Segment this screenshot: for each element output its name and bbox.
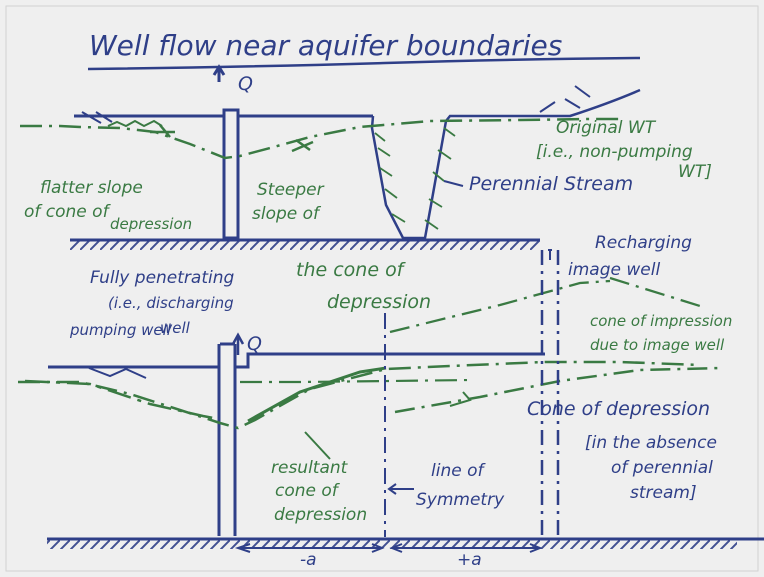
cone-depression-line-4: stream] xyxy=(630,483,697,503)
recharging-image-well-line-2: image well xyxy=(568,260,660,280)
symmetry-line-2: Symmetry xyxy=(416,490,505,510)
top-discharge-label: Q xyxy=(238,73,253,95)
original-wt-line-3: WT] xyxy=(678,162,712,182)
resultant-line-1: resultant xyxy=(271,458,349,478)
plus-distance-label: +a xyxy=(457,550,482,570)
top-base-hatching xyxy=(70,240,540,250)
fully-penetrating-line-3: pumping well xyxy=(69,321,172,339)
cone-label-line-1: the cone of xyxy=(296,259,407,281)
steeper-slope-line-2: slope of xyxy=(252,204,322,224)
cone-depression-line-3: of perennial xyxy=(611,458,713,478)
minus-distance-label: -a xyxy=(300,550,317,570)
original-wt-line-1: Original WT xyxy=(556,118,657,138)
fully-penetrating-line-4: well xyxy=(160,319,191,337)
fully-penetrating-line-1: Fully penetrating xyxy=(90,268,234,288)
bottom-discharge-label: Q xyxy=(247,333,262,355)
recharging-image-well-line-1: Recharging xyxy=(595,233,692,253)
fully-penetrating-line-2: (i.e., discharging xyxy=(108,294,234,312)
resultant-line-2: cone of xyxy=(275,481,341,501)
cone-depression-line-1: Cone of depression xyxy=(527,398,710,420)
cone-impression-line-2: due to image well xyxy=(590,336,725,354)
cone-impression-line-1: cone of impression xyxy=(590,312,732,330)
symmetry-line-1: line of xyxy=(431,461,486,481)
cone-label-line-2: depression xyxy=(327,291,431,313)
diagram-title: Well flow near aquifer boundaries xyxy=(89,29,562,62)
perennial-stream-label: Perennial Stream xyxy=(469,173,633,195)
resultant-line-3: depression xyxy=(274,505,367,525)
flatter-slope-line-2: of cone of xyxy=(24,202,112,222)
flatter-slope-line-1: flatter slope xyxy=(40,178,143,198)
steeper-slope-line-1: Steeper xyxy=(257,180,325,200)
flatter-slope-line-3: depression xyxy=(110,215,192,233)
cone-depression-line-2: [in the absence xyxy=(585,433,717,453)
original-wt-line-2: [i.e., non-pumping xyxy=(536,142,693,162)
